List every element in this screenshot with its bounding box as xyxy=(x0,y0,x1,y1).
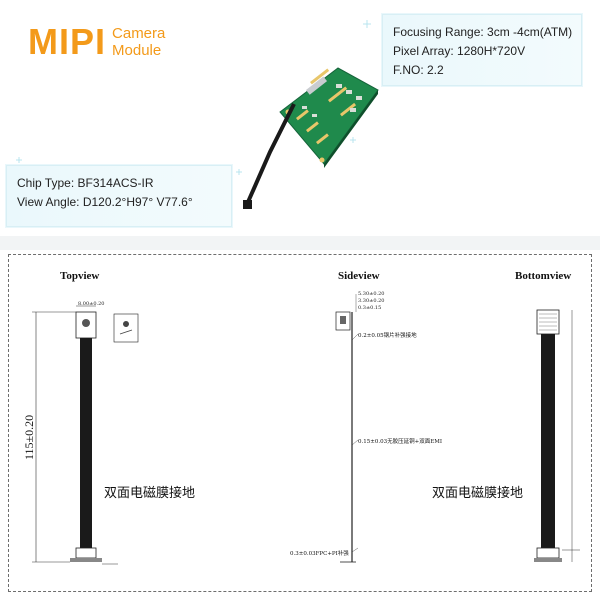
top-width-dimension: 8.00±0.20 xyxy=(78,301,105,307)
camera-module-photo xyxy=(240,60,380,220)
topview-title: Topview xyxy=(60,270,100,282)
spec-card-sensor: Chip Type: BF314ACS-IR View Angle: D120.… xyxy=(6,165,232,227)
chip-type: Chip Type: BF314ACS-IR xyxy=(17,176,154,190)
logo-sub-text: Camera Module xyxy=(112,25,165,59)
topview-emi-label: 双面电磁膜接地 xyxy=(104,486,196,501)
sparkle-decoration xyxy=(16,20,371,175)
sideview-note-stiffener: 0.2±0.05钢片补强接地 xyxy=(358,333,417,339)
sideview-drawing xyxy=(335,294,359,563)
f-number: F.NO: 2.2 xyxy=(393,63,444,77)
drawing-lines xyxy=(32,294,580,565)
spec-card-optics: Focusing Range: 3cm -4cm(ATM) Pixel Arra… xyxy=(382,14,582,86)
view-angle: View Angle: D120.2°H97° V77.6° xyxy=(17,195,193,209)
logo-sub-line2: Module xyxy=(112,42,162,59)
logo-sub-line1: Camera xyxy=(112,25,166,42)
length-dimension: 115±0.20 xyxy=(22,414,36,460)
mechanical-drawing xyxy=(8,254,592,592)
topview-drawing xyxy=(32,305,139,565)
sideview-note-copper: 0.15±0.03无胶压延铜+双面EMI xyxy=(358,439,443,445)
bottomview-title: Bottomview xyxy=(515,270,572,282)
pixel-array: Pixel Array: 1280H*720V xyxy=(393,44,526,58)
side-dimension-2: 3.30±0.20 xyxy=(358,298,385,304)
side-dimension-1: 5.30±0.20 xyxy=(358,291,385,297)
divider-band xyxy=(0,236,600,250)
bottomview-drawing xyxy=(534,309,580,562)
sideview-note-fpc: 0.3±0.03FPC+PI补强 xyxy=(290,551,349,557)
side-dimension-3: 0.3±0.15 xyxy=(358,305,382,311)
sideview-title: Sideview xyxy=(338,270,380,282)
bottomview-emi-label: 双面电磁膜接地 xyxy=(432,486,524,501)
focusing-range: Focusing Range: 3cm -4cm(ATM) xyxy=(393,25,573,39)
logo-main-text: MIPI xyxy=(28,21,107,62)
brand-logo: MIPI Camera Module xyxy=(28,24,165,60)
